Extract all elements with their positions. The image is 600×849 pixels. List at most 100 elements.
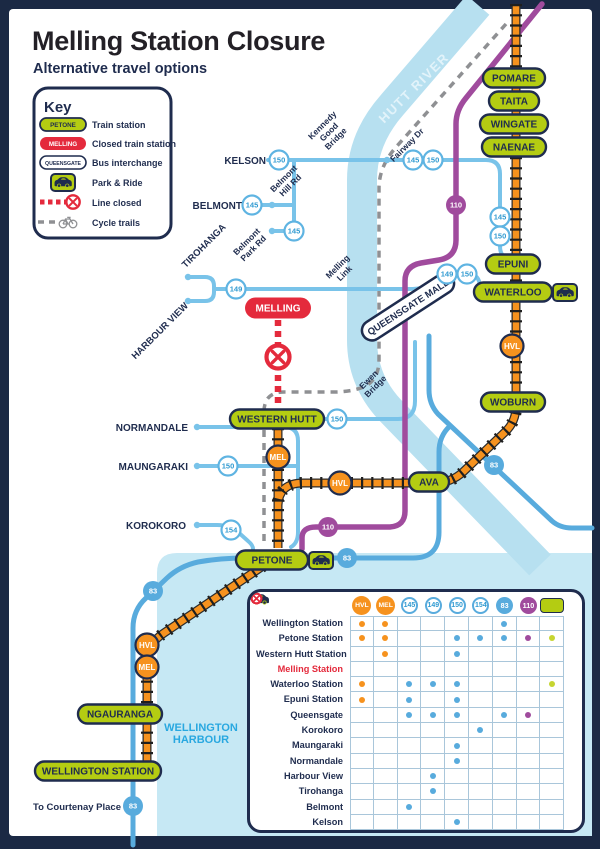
route-badge-hvl-20: HVL: [327, 470, 353, 496]
route-badge-149-8: 149: [436, 263, 458, 285]
stop-dot: [268, 227, 276, 235]
station-pill-woburn: WOBURN: [479, 391, 547, 413]
route-badge-110-18: 110: [318, 517, 338, 537]
table-cell-normandale-145: [397, 753, 422, 769]
table-cell-normandale-mel: [373, 753, 398, 769]
svg-text:154: 154: [225, 526, 238, 535]
table-cell-western-hutt-station-154: [468, 646, 493, 662]
table-cell-belmont-150: [445, 799, 469, 815]
column-badge-hvl: HVL: [352, 595, 372, 615]
table-cell-korokoro-hvl: [350, 723, 374, 739]
svg-text:145: 145: [407, 156, 420, 165]
column-badge-83: 83: [496, 596, 514, 614]
table-cell-belmont-149: [421, 799, 446, 815]
table-cell-harbour-view-154: [468, 768, 493, 785]
table-cell-korokoro-83: [492, 723, 517, 739]
table-cell-waterloo-station-149: [421, 677, 446, 693]
svg-text:Cycle trails: Cycle trails: [92, 218, 140, 228]
table-cell-maungaraki-hvl: [350, 738, 374, 754]
column-badge-110: 110: [519, 596, 537, 614]
table-cell-melling-station-83: [492, 661, 517, 678]
table-column-149: 149: [421, 594, 445, 616]
route-badge-145-3: 145: [241, 194, 263, 216]
stop-dot: [268, 201, 276, 209]
table-cell-belmont-pr: [540, 799, 565, 815]
svg-text:150: 150: [494, 232, 507, 241]
table-cell-korokoro-149: [421, 723, 446, 739]
table-cell-korokoro-154: [468, 723, 493, 739]
service-dot: [453, 650, 460, 657]
svg-text:NGAURANGA: NGAURANGA: [87, 710, 153, 721]
svg-text:83: 83: [149, 587, 157, 596]
table-cell-maungaraki-110: [516, 738, 541, 754]
svg-text:MEL: MEL: [139, 663, 156, 672]
table-cell-melling-station-hvl: [350, 661, 374, 678]
table-cell-petone-station-hvl: [350, 631, 374, 647]
table-cell-normandale-hvl: [350, 753, 374, 769]
route-badge-mel-21: MEL: [265, 444, 291, 470]
table-cell-petone-station-150: [445, 631, 469, 647]
service-dot: [453, 696, 460, 703]
table-cell-wellington-station-149: [421, 616, 446, 632]
table-cell-western-hutt-station-hvl: [350, 646, 374, 662]
table-cell-belmont-mel: [373, 799, 398, 815]
station-pill-ngauranga: NGAURANGA: [76, 703, 164, 725]
table-cell-queensgate-mel: [373, 707, 398, 724]
table-row-label-korokoro: Korokoro: [301, 725, 343, 736]
service-dot: [405, 803, 412, 810]
table-cell-kelson-154: [468, 814, 493, 830]
service-dot: [548, 635, 555, 642]
table-row-label-western-hutt-station: Western Hutt Station: [256, 648, 347, 659]
table-cell-queensgate-150: [445, 707, 469, 724]
svg-text:149: 149: [441, 270, 454, 279]
bus-interchange-pill-sample: [39, 155, 87, 170]
poster-title: Melling Station Closure: [32, 26, 326, 56]
route-badge-mel-23: MEL: [134, 654, 160, 680]
table-row-label-maungaraki: Maungaraki: [291, 740, 343, 751]
table-cell-petone-station-110: [516, 631, 541, 647]
svg-text:MELLING: MELLING: [256, 304, 301, 315]
table-cell-korokoro-mel: [373, 723, 398, 739]
station-pill-taita: TAITA: [487, 90, 541, 112]
table-cell-maungaraki-145: [397, 738, 422, 754]
svg-text:Park & Ride: Park & Ride: [92, 178, 143, 188]
route-badge-145-4: 145: [283, 220, 305, 242]
service-dot: [453, 711, 460, 718]
table-cell-kelson-83: [492, 814, 517, 830]
table-cell-maungaraki-pr: [540, 738, 565, 754]
table-cell-normandale-110: [516, 753, 541, 769]
service-dot: [382, 650, 389, 657]
table-cell-maungaraki-83: [492, 738, 517, 754]
table-cell-normandale-149: [421, 753, 446, 769]
table-row-label-melling-station: Melling Station: [277, 663, 343, 674]
svg-text:QUEENSGATE: QUEENSGATE: [45, 161, 81, 167]
service-dot: [358, 696, 365, 703]
table-cell-waterloo-station-145: [397, 677, 422, 693]
route-badge-150-9: 150: [456, 263, 478, 285]
service-dot: [382, 635, 389, 642]
svg-text:WESTERN HUTT: WESTERN HUTT: [237, 415, 316, 426]
table-cell-belmont-83: [492, 799, 517, 815]
service-dot: [429, 788, 436, 795]
closed-station-pill-sample: [40, 137, 86, 150]
table-cell-epuni-station-145: [397, 692, 422, 708]
map-label-korokoro: KOROKORO: [126, 521, 186, 532]
service-dot: [382, 620, 389, 627]
table-cell-melling-station-mel: [250, 592, 398, 678]
service-dot: [429, 773, 436, 780]
station-pill-wellington-station: WELLINGTON STATION: [33, 760, 163, 782]
svg-text:NAENAE: NAENAE: [493, 143, 536, 154]
station-pill-naenae: NAENAE: [480, 136, 548, 158]
table-cell-tirohanga-154: [468, 784, 493, 800]
hutt-river: [347, 0, 551, 576]
legend: Key PETONE Train station MELLING Closed …: [32, 86, 176, 240]
table-cell-kelson-pr: [540, 814, 565, 830]
svg-text:WELLINGTON STATION: WELLINGTON STATION: [42, 767, 154, 778]
table-column-83: 83: [493, 594, 517, 616]
table-cell-maungaraki-150: [445, 738, 469, 754]
table-cell-harbour-view-hvl: [350, 768, 374, 785]
line-closed-icon: [65, 194, 81, 210]
route-badge-83-14: 83: [484, 455, 504, 475]
stop-dot: [193, 462, 201, 470]
